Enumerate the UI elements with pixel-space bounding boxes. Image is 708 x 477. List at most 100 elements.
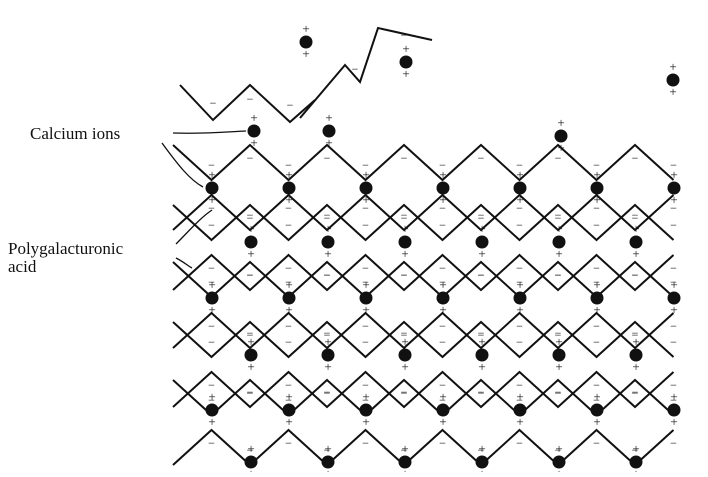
negative-charge: −: [208, 436, 215, 450]
positive-charge: +: [670, 414, 677, 429]
negative-charge: −: [401, 211, 408, 225]
negative-charge: −: [593, 436, 600, 450]
calcium-leader-line-1: [173, 131, 246, 133]
positive-charge: +: [516, 414, 523, 429]
positive-charge: +: [669, 59, 676, 74]
negative-charge: −: [247, 328, 254, 342]
positive-charge: +: [208, 414, 215, 429]
negative-charge: −: [670, 275, 677, 289]
positive-charge: +: [555, 359, 562, 374]
negative-charge: −: [285, 378, 292, 392]
negative-charge: −: [285, 275, 292, 289]
negative-charge: −: [208, 393, 215, 407]
negative-charge: −: [285, 319, 292, 333]
negative-charge: −: [516, 393, 523, 407]
positive-charge: +: [478, 359, 485, 374]
positive-charge: +: [362, 302, 369, 317]
negative-charge: −: [324, 151, 331, 165]
negative-charge: −: [287, 98, 294, 112]
negative-charge: −: [362, 393, 369, 407]
positive-charge: +: [401, 246, 408, 261]
negative-charge: −: [247, 92, 254, 106]
positive-charge: +: [302, 46, 309, 61]
negative-charge: −: [362, 319, 369, 333]
negative-charge: −: [401, 443, 408, 457]
positive-charge: +: [302, 21, 309, 36]
positive-charge: +: [401, 359, 408, 374]
negative-charge: −: [478, 386, 485, 400]
negative-charge: −: [362, 218, 369, 232]
negative-charge: −: [555, 328, 562, 342]
positive-charge: +: [402, 66, 409, 81]
negative-charge: −: [516, 218, 523, 232]
negative-charge: −: [208, 335, 215, 349]
positive-charge: +: [516, 302, 523, 317]
negative-charge: −: [362, 261, 369, 275]
negative-charge: −: [670, 335, 677, 349]
negative-charge: −: [478, 328, 485, 342]
negative-charge: −: [555, 268, 562, 282]
negative-charge: −: [516, 436, 523, 450]
negative-charge: −: [439, 201, 446, 215]
negative-charge: −: [439, 275, 446, 289]
negative-charge: −: [516, 201, 523, 215]
negative-charge: −: [247, 386, 254, 400]
positive-charge: +: [439, 302, 446, 317]
negative-charge: −: [362, 335, 369, 349]
positive-charge: +: [324, 466, 331, 472]
negative-charge: −: [439, 261, 446, 275]
negative-charge: −: [478, 443, 485, 457]
negative-charge: −: [670, 319, 677, 333]
negative-charge: −: [439, 436, 446, 450]
negative-charge: −: [208, 261, 215, 275]
negative-charge: −: [632, 386, 639, 400]
positive-charge: +: [324, 246, 331, 261]
positive-charge: +: [325, 110, 332, 125]
negative-charge: −: [324, 211, 331, 225]
positive-charge: +: [362, 414, 369, 429]
negative-charge: −: [324, 443, 331, 457]
positive-charge: +: [669, 84, 676, 99]
negative-charge: −: [285, 335, 292, 349]
negative-charge: −: [593, 158, 600, 172]
negative-charge: −: [516, 378, 523, 392]
negative-charge: −: [670, 158, 677, 172]
negative-charge: −: [593, 261, 600, 275]
polygalacturonic-chain-fragment: [300, 28, 432, 118]
positive-charge: +: [670, 302, 677, 317]
positive-charge: +: [632, 246, 639, 261]
negative-charge: −: [516, 261, 523, 275]
negative-charge: −: [285, 218, 292, 232]
negative-charge: −: [478, 151, 485, 165]
negative-charge: −: [593, 201, 600, 215]
positive-charge: +: [402, 41, 409, 56]
negative-charge: −: [401, 386, 408, 400]
negative-charge: −: [632, 443, 639, 457]
negative-charge: −: [632, 211, 639, 225]
negative-charge: −: [632, 328, 639, 342]
negative-charge: −: [285, 393, 292, 407]
negative-charge: −: [285, 201, 292, 215]
negative-charge: −: [401, 28, 408, 42]
negative-charge: −: [439, 319, 446, 333]
negative-charge: −: [516, 319, 523, 333]
negative-charge: −: [593, 275, 600, 289]
calcium-leader-line-2: [162, 143, 203, 187]
negative-charge: −: [516, 158, 523, 172]
negative-charge: −: [247, 268, 254, 282]
negative-charge: −: [324, 328, 331, 342]
label-leaders: [162, 131, 246, 268]
negative-charge: −: [593, 378, 600, 392]
negative-charge: −: [208, 218, 215, 232]
negative-charge: −: [285, 261, 292, 275]
positive-charge: +: [325, 135, 332, 150]
positive-charge: +: [593, 302, 600, 317]
negative-charge: −: [208, 275, 215, 289]
positive-charge: +: [247, 246, 254, 261]
negative-charge: −: [593, 335, 600, 349]
positive-charge: +: [285, 414, 292, 429]
negative-charge: −: [324, 386, 331, 400]
negative-charge: −: [362, 436, 369, 450]
positive-charge: +: [401, 466, 408, 472]
